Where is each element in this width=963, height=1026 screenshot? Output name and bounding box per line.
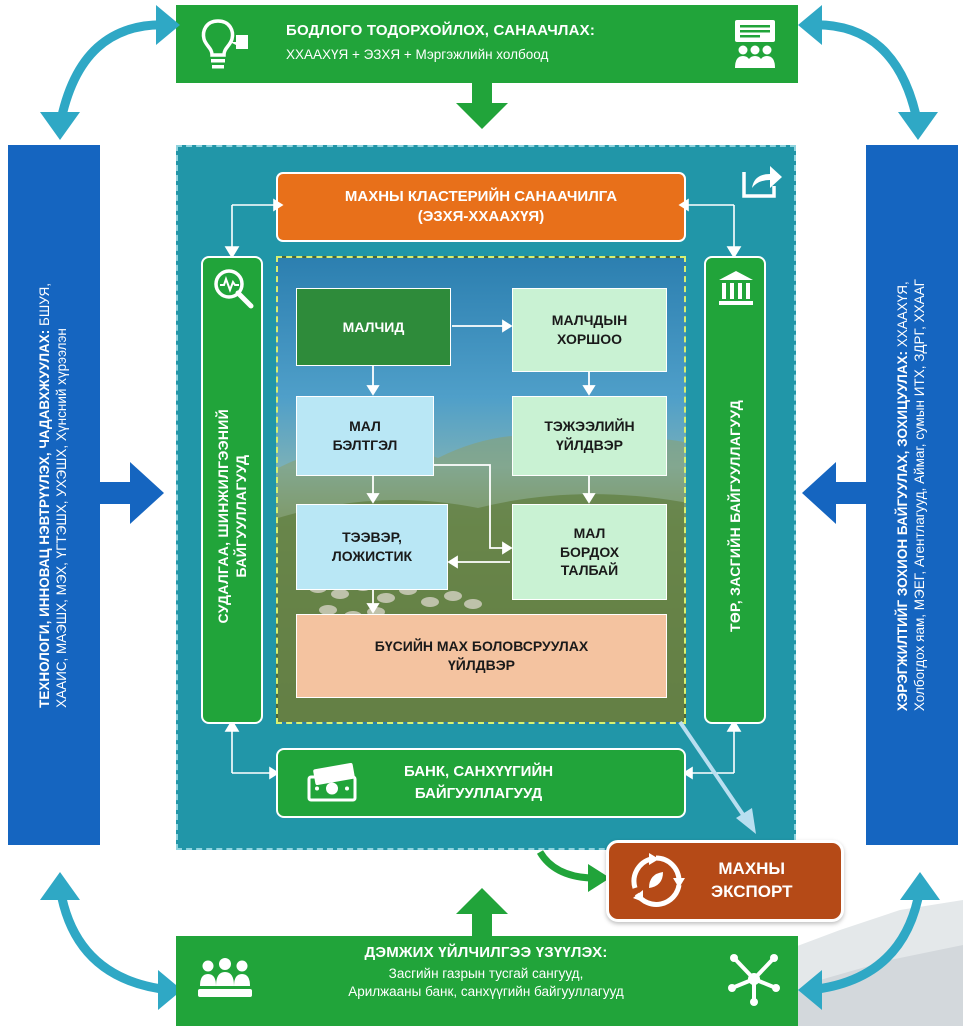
arrow-up-bottom: [456, 888, 508, 938]
coop-line1: МАЛЧДЫН: [551, 312, 628, 329]
fattening-line2: БОРДОХ: [559, 543, 620, 560]
herders-label: МАЛЧИД: [342, 318, 405, 335]
right-implementation-panel: ХЭРЭГЖИЛТИЙГ ЗОХИОН БАЙГУУЛАХ, ЗОХИЦУУЛА…: [866, 145, 958, 845]
top-bar-subtitle: ХХААХҮЯ + ЭЗХЯ + Мэргэжлийн холбоод: [286, 47, 549, 62]
meat-export-box: МАХНЫ ЭКСПОРТ: [606, 840, 844, 922]
money-icon: [307, 763, 357, 802]
bank-line1: БАНК, САНХҮҮГИЙН: [404, 763, 554, 781]
connector-lines: [224, 198, 742, 780]
bottom-support-bar: ДЭМЖИХ ҮЙЛЧИЛГЭЭ ҮЗҮҮЛЭХ: Засгийн газрын…: [176, 936, 798, 1026]
bottom-bar-title: ДЭМЖИХ ҮЙЛЧИЛГЭЭ ҮЗҮҮЛЭХ:: [364, 944, 608, 961]
prep-line2: БЭЛТГЭЛ: [332, 437, 398, 453]
export-line1: МАХНЫ: [718, 859, 786, 879]
curved-arrow-top-right: [798, 5, 938, 140]
network-icon: [728, 954, 780, 1006]
coop-line2: ХОРШОО: [556, 331, 623, 347]
transport-line2: ЛОЖИСТИК: [331, 548, 413, 564]
government-organizations-box: ТӨР, ЗАСГИЙН БАЙГУУЛЛАГУУД: [704, 256, 766, 724]
livestock-preparation-box: МАЛ БЭЛТГЭЛ: [296, 396, 434, 476]
arrow-right-left-panel: [100, 462, 164, 524]
people-icon: [198, 958, 252, 997]
curved-arrow-bottom-left: [40, 872, 182, 1010]
export-line2: ЭКСПОРТ: [711, 882, 793, 901]
bank-finance-box: БАНК, САНХҮҮГИЙН БАЙГУУЛЛАГУУД: [276, 748, 686, 818]
feed-factory-box: ТЭЖЭЭЛИЙН ҮЙЛДВЭР: [512, 396, 667, 476]
share-icon[interactable]: [740, 160, 784, 200]
prep-line1: МАЛ: [349, 418, 381, 435]
top-bar-title: БОДЛОГО ТОДОРХОЙЛОХ, САНААЧЛАХ:: [286, 22, 596, 39]
bottom-bar-line2: Арилжааны банк, санхүүгийн байгууллагууд: [348, 984, 624, 999]
top-policy-bar: БОДЛОГО ТОДОРХОЙЛОХ, САНААЧЛАХ: ХХААХҮЯ …: [176, 5, 798, 83]
arrow-left-right-panel: [802, 462, 866, 524]
presentation-icon: [735, 20, 775, 68]
curved-arrow-to-export: [536, 850, 610, 892]
herders-cooperative-box: МАЛЧДЫН ХОРШОО: [512, 288, 667, 372]
regional-meat-factory-box: БҮСИЙН МАХ БОЛОВСРУУЛАХ ҮЙЛДВЭР: [296, 614, 667, 698]
transport-line1: ТЭЭВЭР,: [342, 529, 402, 546]
transport-logistics-box: ТЭЭВЭР, ЛОЖИСТИК: [296, 504, 448, 590]
fattening-line3: ТАЛБАЙ: [560, 562, 619, 579]
bank-building-icon: [719, 271, 753, 305]
research-organizations-box: СУДАЛГАА, ШИНЖИЛГЭЭНИЙ БАЙГУУЛЛАГУУД: [201, 256, 263, 724]
factory-line2: ҮЙЛДВЭР: [447, 657, 516, 673]
curved-arrow-bottom-right: [798, 872, 940, 1010]
cluster-line2: (ЭЗХЯ-ХХААХҮЯ): [417, 208, 545, 225]
fattening-line1: МАЛ: [573, 524, 606, 541]
cluster-line1: МАХНЫ КЛАСТЕРИЙН САНААЧИЛГА: [344, 187, 618, 205]
magnifier-chart-icon: [214, 269, 254, 309]
bank-line2: БАЙГУУЛЛАГУУД: [414, 785, 543, 802]
feed-line2: ҮЙЛДВЭР: [555, 437, 624, 453]
lightbulb-icon: [201, 19, 248, 69]
curved-arrow-top-left: [40, 5, 180, 140]
recycle-icon: [631, 853, 685, 907]
left-technology-panel: ТЕХНОЛОГИ, ИННОВАЦ НЭВТРҮҮЛЭХ, ЧАДАВХЖУУ…: [8, 145, 100, 845]
fattening-area-box: МАЛ БОРДОХ ТАЛБАЙ: [512, 504, 667, 600]
bottom-bar-line1: Засгийн газрын тусгай сангууд,: [388, 966, 584, 981]
herders-box: МАЛЧИД: [296, 288, 451, 366]
feed-line1: ТЭЖЭЭЛИЙН: [544, 418, 635, 435]
arrow-down-top: [456, 83, 508, 129]
factory-line1: БҮСИЙН МАХ БОЛОВСРУУЛАХ: [374, 638, 589, 655]
